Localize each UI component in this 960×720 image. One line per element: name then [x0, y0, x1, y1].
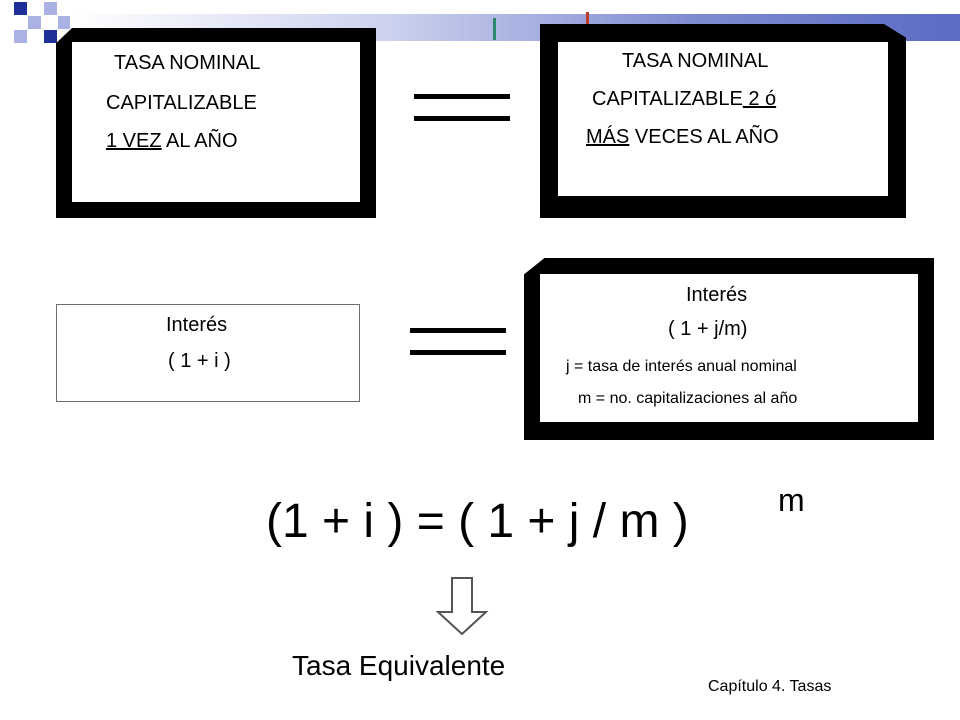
box-left-rest: AL AÑO — [161, 130, 238, 152]
equivalence-sign — [414, 94, 510, 138]
definition-m: m = no. capitalizaciones al año — [578, 390, 798, 407]
box-left-underlined: 1 VEZ — [106, 130, 162, 152]
interes-right-expr: ( 1 + j/m) — [668, 318, 748, 340]
compound-interest-box — [524, 258, 934, 440]
decor-marker — [586, 12, 589, 26]
box-right-rest: VECES AL AÑO — [629, 126, 779, 148]
box-right-underlined-2: MÁS — [586, 126, 630, 148]
box-left-line2: CAPITALIZABLE — [106, 92, 257, 114]
down-arrow-icon — [435, 577, 489, 636]
decor-square — [28, 16, 41, 29]
equivalence-formula: (1 + i ) = ( 1 + j / m ) — [266, 495, 689, 548]
decor-square — [44, 30, 57, 43]
nominal-rate-once-box — [56, 28, 376, 218]
definition-j: j = tasa de interés anual nominal — [566, 358, 797, 375]
decor-square — [44, 2, 57, 15]
decor-square — [58, 16, 71, 29]
result-label: Tasa Equivalente — [292, 650, 506, 681]
decor-square — [14, 2, 27, 15]
box-right-line3: MÁS VECES AL AÑO — [586, 126, 779, 149]
equivalence-sign — [410, 328, 506, 372]
decor-marker — [493, 18, 496, 40]
formula-exponent: m — [778, 482, 805, 518]
simple-interest-box — [56, 304, 360, 402]
decor-square — [14, 30, 27, 43]
box-left-line1: TASA NOMINAL — [114, 52, 261, 74]
chapter-footer: Capítulo 4. Tasas — [708, 678, 832, 695]
box-right-line1: TASA NOMINAL — [622, 50, 769, 72]
box-right-underlined: 2 ó — [742, 88, 777, 110]
interes-left-title: Interés — [166, 314, 228, 336]
box-right-main: CAPITALIZABLE — [592, 88, 743, 110]
interes-left-expr: ( 1 + i ) — [168, 350, 231, 372]
box-left-line3: 1 VEZ AL AÑO — [106, 130, 238, 153]
nominal-rate-multiple-box — [540, 24, 906, 218]
interes-right-title: Interés — [686, 284, 748, 306]
box-right-line2: CAPITALIZABLE 2 ó — [592, 88, 776, 111]
